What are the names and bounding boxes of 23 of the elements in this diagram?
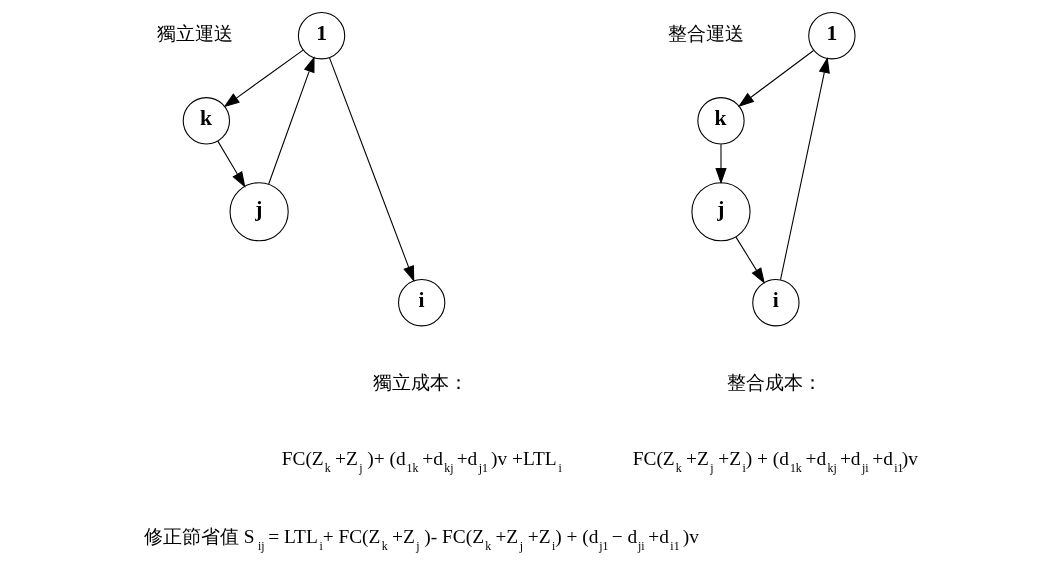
arrow [779, 56, 830, 281]
label: 獨立成本： [372, 371, 468, 393]
label: 獨立運送 [156, 23, 233, 45]
arrow [714, 143, 727, 185]
node-circle: k [182, 97, 230, 145]
arrow [267, 56, 315, 185]
label: 修正節省值 S$_{ij}$ = LTL$_{i}$+ FC(Z$_{k}$ +Z$_{j}$ )- FC(Z$_{k}$ +Z$_{j}$ +Z$_{i}$) + (d$_{j1}$ − d$_{ji}$ +d$_{i1}$ )v [143, 525, 699, 553]
node-circle: j [690, 182, 751, 242]
label: 整合成本： [726, 371, 822, 393]
label: FC(Z$_{k}$ +Z$_{j}$ )+ (d$_{1k}$ +d$_{kj}$ +d$_{j1}$ )v +LTL$_{i}$ [281, 448, 562, 476]
arrow [737, 49, 814, 107]
node-circle: i [397, 279, 445, 327]
node-circle: i [751, 279, 800, 327]
label: 整合運送 [667, 23, 744, 45]
arrow [734, 236, 765, 284]
node-circle: k [696, 97, 745, 145]
arrow [223, 49, 304, 108]
node-circle: 1 [297, 12, 345, 60]
node-circle: j [229, 182, 289, 242]
label: FC(Z$_{k}$ +Z$_{j}$ +Z$_{i}$) + (d$_{1k}$ +d$_{kj}$ +d$_{ji}$ +d$_{i1}$)v [632, 448, 918, 476]
arrow [216, 140, 245, 188]
arrow [328, 57, 414, 283]
node-circle: 1 [807, 12, 856, 60]
